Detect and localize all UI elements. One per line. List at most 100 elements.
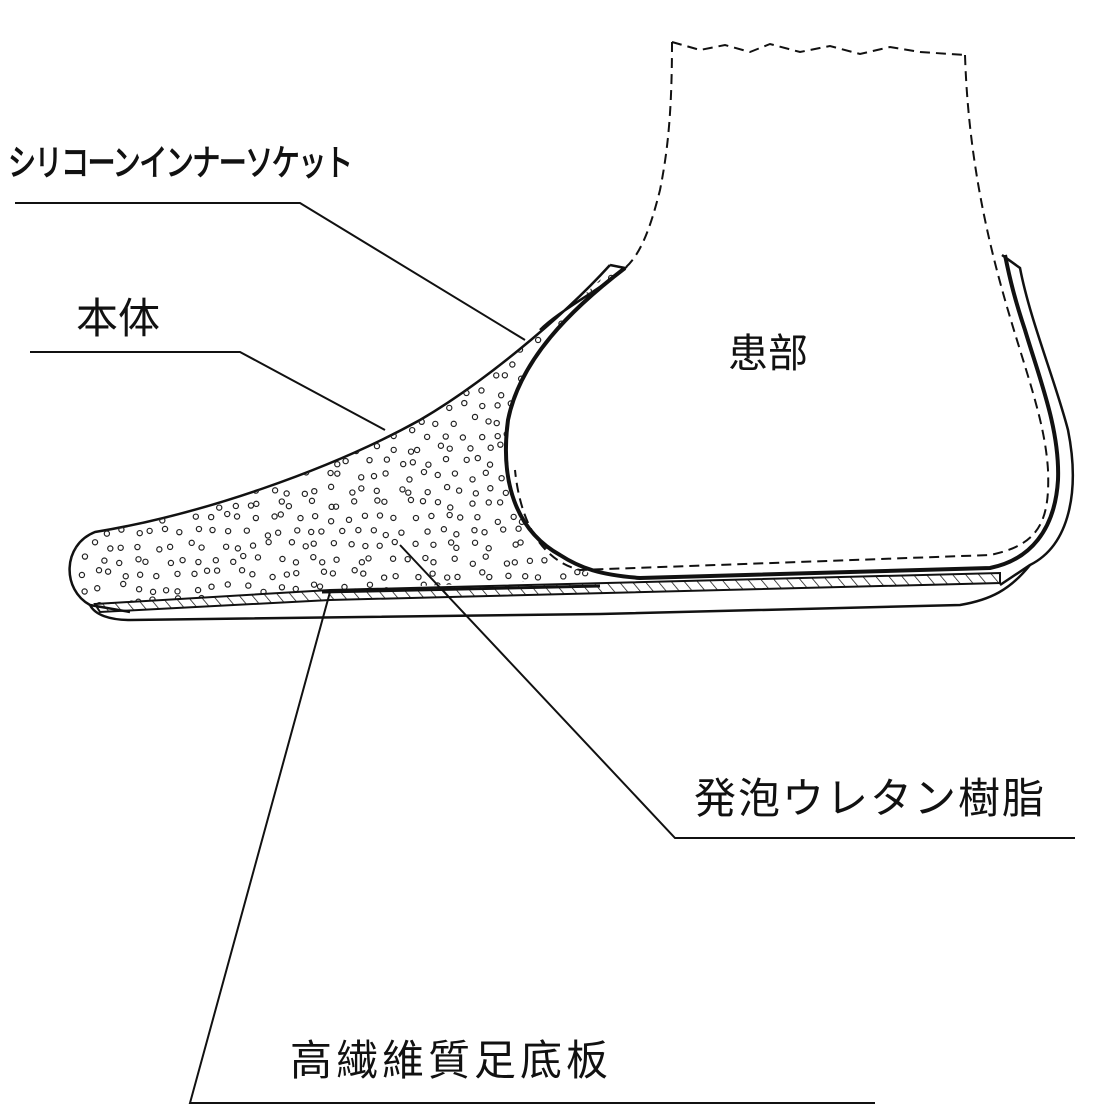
foam-dot	[196, 470, 203, 477]
foam-dot	[597, 532, 604, 540]
foam-dot	[467, 445, 474, 452]
foam-dot	[293, 569, 300, 577]
foam-dot	[327, 469, 334, 477]
foam-dot	[419, 497, 427, 505]
foam-dot	[166, 543, 174, 551]
foam-dot	[582, 516, 590, 523]
foam-dot	[549, 375, 557, 383]
foam-dot	[252, 514, 260, 522]
foam-dot	[248, 280, 255, 287]
foam-dot	[157, 498, 164, 505]
foam-dot	[77, 287, 85, 295]
foam-dot	[350, 391, 357, 398]
foam-dot	[404, 385, 412, 392]
foam-dot	[462, 287, 470, 295]
foam-dot	[192, 361, 200, 369]
foam-dot	[494, 518, 502, 526]
foam-dot	[302, 376, 309, 384]
foam-dot	[421, 386, 428, 393]
foam-dot	[547, 414, 554, 421]
foam-dot	[146, 527, 153, 535]
foam-dot	[351, 332, 359, 340]
foam-dot	[196, 274, 204, 281]
foam-dot	[262, 441, 270, 448]
foam-dot	[179, 361, 187, 368]
foam-dot	[224, 581, 231, 588]
foam-dot	[474, 513, 481, 521]
foam-dot	[576, 486, 583, 494]
foam-dot	[334, 461, 341, 468]
foam-dot	[347, 317, 354, 324]
foam-dot	[538, 434, 545, 441]
foam-dot	[342, 457, 349, 465]
foam-dot	[478, 387, 485, 394]
foam-dot	[544, 385, 551, 393]
foam-dot	[145, 363, 152, 370]
foam-dot	[318, 528, 325, 535]
foam-dot	[472, 490, 480, 497]
foam-dot	[488, 290, 495, 298]
foam-dot	[366, 344, 373, 352]
foam-dot	[582, 458, 589, 466]
foam-dot	[442, 455, 450, 463]
foam-dot	[437, 442, 445, 449]
foam-dot	[381, 498, 388, 505]
foam-dot	[284, 456, 291, 464]
foam-dot	[443, 483, 451, 491]
foam-dot	[310, 581, 318, 588]
foam-dot	[450, 304, 458, 311]
foam-dot	[612, 292, 620, 300]
foam-dot	[100, 460, 108, 467]
foam-dot	[329, 433, 336, 440]
foam-dot	[387, 334, 395, 341]
foam-dot	[205, 292, 212, 300]
foam-dot	[577, 386, 584, 394]
foam-dot	[543, 305, 550, 312]
foam-dot	[563, 336, 571, 343]
foam-dot	[423, 433, 431, 441]
foam-dot	[572, 287, 579, 294]
foam-dot	[142, 412, 149, 420]
foam-dot	[102, 514, 109, 521]
foam-dot	[388, 356, 396, 364]
foam-dot	[207, 513, 215, 521]
foam-dot	[383, 403, 390, 410]
foam-dot	[310, 553, 317, 561]
foam-dot	[457, 514, 464, 521]
foam-dot	[461, 331, 469, 338]
foam-dot	[469, 476, 476, 483]
foam-dot	[397, 358, 404, 365]
foam-dot	[604, 400, 611, 408]
foam-dot	[69, 277, 74, 284]
foam-dot	[497, 392, 505, 399]
foam-dot	[493, 419, 500, 427]
foam-dot	[463, 599, 470, 605]
foam-dot	[135, 556, 142, 563]
foam-dot	[89, 431, 97, 438]
foam-dot	[198, 400, 206, 407]
foam-dot	[365, 292, 372, 299]
foam-dot	[479, 569, 486, 576]
foam-dot	[136, 529, 143, 537]
foam-dot	[200, 418, 207, 426]
foam-dot	[136, 498, 143, 505]
foam-dot	[392, 572, 399, 580]
foam-dot	[96, 359, 103, 367]
foam-dot	[573, 331, 580, 338]
foam-dot	[608, 319, 615, 327]
foam-dot	[586, 596, 594, 603]
foam-dot	[380, 293, 388, 301]
foam-dot	[614, 456, 621, 463]
foam-dot	[452, 276, 459, 283]
foam-dot	[205, 360, 213, 367]
foam-dot	[142, 399, 150, 406]
foam-dot	[515, 525, 522, 532]
foam-dot	[308, 275, 316, 282]
foam-dot	[406, 287, 414, 294]
foam-dot	[542, 525, 550, 533]
foam-dot	[222, 273, 230, 280]
foam-dot	[502, 489, 510, 497]
foam-dot	[192, 513, 200, 520]
foam-dot	[582, 320, 589, 327]
foam-dot	[392, 400, 399, 407]
